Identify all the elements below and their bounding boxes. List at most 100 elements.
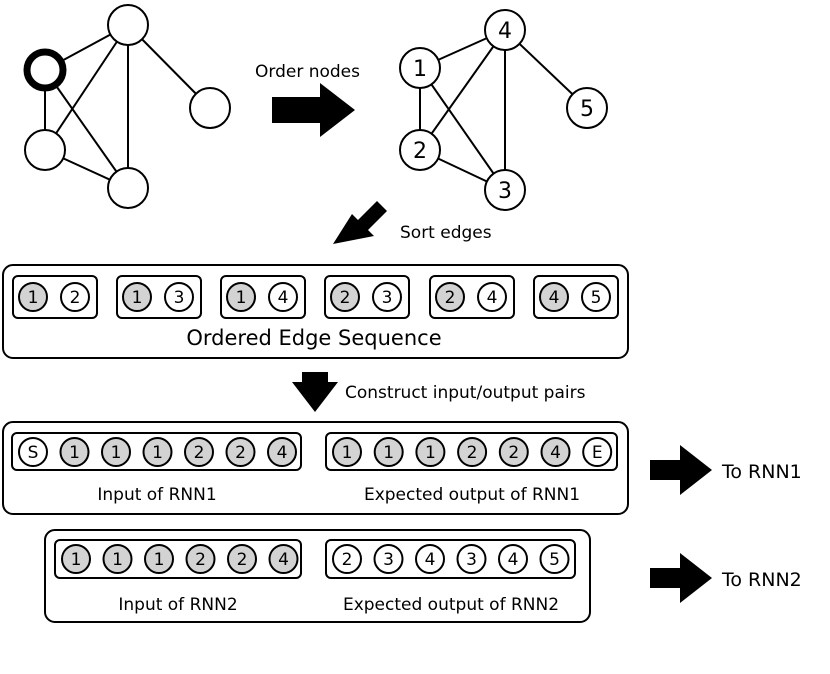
- edge-source-node-label: 1: [236, 288, 247, 308]
- rnn1-output-token-label: 1: [425, 443, 436, 463]
- edge-target-node: 3: [164, 282, 194, 312]
- ordered-node: 1: [399, 47, 441, 89]
- ordered-edge-sequence-label: Ordered Edge Sequence: [186, 326, 441, 350]
- rnn1-output-token-label: 2: [508, 443, 519, 463]
- edge-source-node: 1: [18, 282, 48, 312]
- rnn1-input-token-label: 2: [194, 443, 205, 463]
- ordered-node: 5: [566, 87, 608, 129]
- rnn2-input-seq-box: [54, 539, 302, 579]
- rnn2-output-token-label: 2: [342, 550, 353, 570]
- rnn1-output-token-list: 1 1 1 2 2 4 E: [332, 437, 613, 467]
- edge-target-node: 4: [477, 282, 507, 312]
- construct-pairs-label: Construct input/output pairs: [345, 383, 586, 403]
- rnn1-input-token: 1: [101, 437, 131, 467]
- edge-target-node: 2: [60, 282, 90, 312]
- edge-target-node-label: 4: [487, 288, 498, 308]
- rnn1-output-token-label: 4: [550, 443, 561, 463]
- order-nodes-label: Order nodes: [255, 62, 360, 82]
- edge-target-node: 5: [581, 282, 611, 312]
- ordered-node-label: 5: [580, 97, 594, 122]
- start-node: [23, 48, 67, 92]
- ordered-node: 2: [399, 129, 441, 171]
- rnn2-output-token-label: 5: [549, 550, 560, 570]
- edge-target-node: 3: [372, 282, 402, 312]
- rnn1-output-token: 1: [373, 437, 404, 467]
- edge-source-node-label: 2: [340, 288, 351, 308]
- rnn1-input-token-label: S: [28, 443, 39, 463]
- rnn2-output-token: 3: [456, 544, 487, 574]
- to-rnn2-label: To RNN2: [721, 569, 802, 591]
- rnn2-output-seq-box: [325, 539, 576, 579]
- rnn2-input-token: 1: [102, 544, 133, 574]
- edge-target-node-label: 5: [591, 288, 602, 308]
- edge-source-node-label: 1: [28, 288, 39, 308]
- rnn2-output-token: 2: [332, 544, 362, 574]
- rnn1-output-token: 1: [415, 437, 446, 467]
- edge-target-node-label: 4: [278, 288, 289, 308]
- expected-rnn2-label: Expected output of RNN2: [343, 595, 559, 615]
- graph-node: [107, 167, 149, 209]
- ordered-node-label: 4: [498, 19, 512, 44]
- unordered-graph: [23, 4, 231, 209]
- rnn2-output-token-label: 4: [425, 550, 436, 570]
- rnn2-output-token: 5: [539, 544, 570, 574]
- rnn1-output-token-label: 1: [383, 443, 394, 463]
- rnn1-output-token-label: 1: [342, 443, 353, 463]
- edge-source-node: 1: [226, 282, 256, 312]
- sort-edges-label: Sort edges: [400, 223, 492, 243]
- ordered-node: 3: [484, 169, 526, 211]
- ordered-node-label: 1: [413, 57, 427, 82]
- rnn1-output-token: E: [582, 437, 613, 467]
- rnn2-input-token: 4: [268, 544, 299, 574]
- rnn1-output-token: 1: [332, 437, 362, 467]
- rnn2-input-token: 1: [61, 544, 91, 574]
- rnn1-input-token-label: 1: [111, 443, 122, 463]
- rnn2-output-token: 4: [498, 544, 528, 574]
- edge-target-node-label: 3: [174, 288, 185, 308]
- input-rnn2-label: Input of RNN2: [118, 595, 237, 615]
- rnn2-input-token: 2: [227, 544, 257, 574]
- edge-target-node-label: 3: [382, 288, 393, 308]
- rnn1-output-token: 2: [457, 437, 488, 467]
- ordered-node-label: 2: [413, 139, 427, 164]
- rnn2-input-token-label: 2: [237, 550, 248, 570]
- sort-edges-arrow: [333, 201, 387, 244]
- rnn2-input-token-label: 1: [112, 550, 123, 570]
- edge-target-node: 4: [268, 282, 298, 312]
- to-rnn1-arrow: [650, 445, 712, 495]
- rnn1-input-token: 4: [267, 437, 297, 467]
- rnn2-input-token: 1: [144, 544, 174, 574]
- rnn1-output-token-label: E: [592, 443, 603, 463]
- order-nodes-arrow: [272, 83, 355, 137]
- rnn1-input-token: 2: [184, 437, 214, 467]
- rnn1-input-token-label: 1: [152, 443, 163, 463]
- edge-source-node-label: 2: [445, 288, 456, 308]
- rnn1-input-token: 1: [59, 437, 90, 467]
- construct-pairs-arrow: [292, 372, 338, 412]
- graph-node: [107, 4, 149, 46]
- rnn2-input-token-label: 2: [195, 550, 206, 570]
- rnn2-input-token: 2: [185, 544, 216, 574]
- expected-rnn1-label: Expected output of RNN1: [364, 485, 580, 505]
- rnn2-input-token-label: 1: [154, 550, 165, 570]
- edge-source-node: 2: [330, 282, 360, 312]
- ordered-node-label: 3: [498, 179, 512, 204]
- edge-source-node: 4: [539, 282, 569, 312]
- to-rnn1-label: To RNN1: [721, 461, 802, 483]
- rnn1-input-token: 2: [225, 437, 256, 467]
- rnn2-input-token-label: 1: [71, 550, 82, 570]
- rnn1-input-token-label: 1: [69, 443, 80, 463]
- graph-node: [189, 87, 231, 129]
- rnn1-input-token: S: [18, 437, 48, 467]
- rnn1-output-token-label: 2: [467, 443, 478, 463]
- edge-source-node: 1: [122, 282, 152, 312]
